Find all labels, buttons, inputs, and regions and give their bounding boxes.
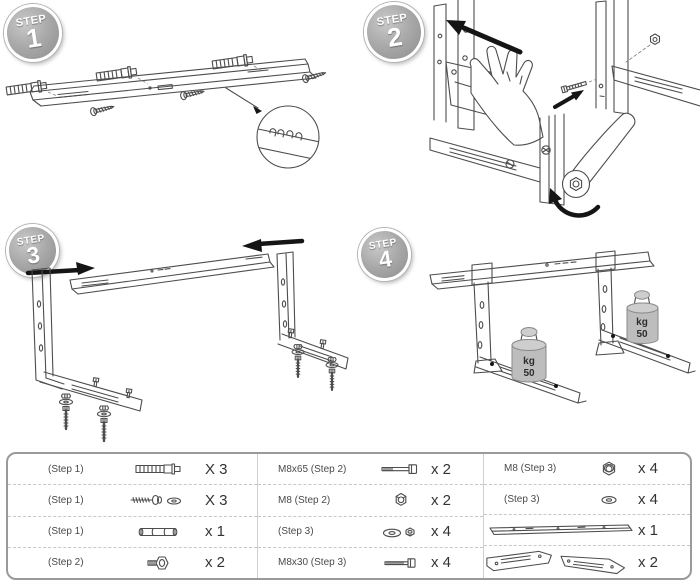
insert-arrows: [25, 238, 305, 276]
detail-circle: [256, 105, 320, 169]
part-quantity: X 3: [205, 460, 228, 478]
part-row: M8x65 (Step 2) x 2: [258, 454, 483, 484]
slide-direction-arrow: [446, 20, 523, 55]
part-step-label: M8x30 (Step 3): [278, 557, 347, 569]
part-quantity: x 4: [431, 554, 452, 572]
part-row: (Step 3) x 4: [258, 515, 483, 547]
part-step-label: (Step 3): [278, 526, 314, 538]
part-row: M8x30 (Step 3) x 4: [258, 546, 483, 578]
hex-nut-top-icon: [602, 461, 616, 476]
part-step-label: (Step 3): [504, 494, 540, 505]
cross-rail: [69, 253, 275, 295]
step3-illustration: [25, 238, 349, 443]
part-step-label: M8 (Step 3): [504, 463, 557, 475]
tighten-corner: [429, 113, 565, 206]
nut-floating: [625, 33, 661, 63]
part-quantity: x 2: [431, 460, 452, 478]
part-row: x 1: [484, 514, 690, 545]
parts-column-1: (Step 1) X 3 (Step 1) X 3 (Step 1): [8, 454, 257, 578]
parts-column-3: M8 (Step 3) x 4 (Step 3) x 4 x 1: [483, 454, 690, 578]
hex-nut-icon: [395, 493, 406, 507]
part-quantity: x 4: [431, 523, 452, 541]
rotate-arrow: [549, 188, 601, 218]
assembled-right-bracket: [595, 250, 696, 374]
part-step-label: M8 (Step 2): [278, 494, 331, 506]
washer-and-nut-icon: [382, 527, 415, 537]
detail-leader-arrow: [225, 87, 262, 114]
bracket-arms-icon: [486, 550, 626, 575]
part-row: (Step 1) x 1: [8, 515, 257, 547]
weight-unit-label: kg: [636, 317, 648, 328]
spacer-sleeve-icon: [138, 527, 177, 536]
part-row: x 2: [484, 545, 690, 578]
part-step-label: (Step 1): [48, 526, 84, 538]
step4-illustration: kg 50 kg 50: [429, 250, 696, 404]
step2-illustration: [429, 0, 700, 218]
step1-illustration: [5, 53, 328, 169]
weight-right: kg 50: [626, 290, 659, 344]
part-step-label: M8x65 (Step 2): [278, 463, 347, 475]
parts-table: (Step 1) X 3 (Step 1) X 3 (Step 1): [6, 452, 692, 580]
hand: [469, 45, 544, 146]
left-bracket-fasteners: [58, 392, 112, 443]
part-quantity: x 2: [431, 491, 452, 509]
hex-bolt-long-icon: [380, 464, 417, 475]
washer-icon: [601, 495, 617, 504]
wrench: [561, 112, 636, 199]
wall-anchor-icon: [134, 463, 181, 475]
part-quantity: x 4: [638, 491, 659, 508]
part-step-label: (Step 1): [48, 463, 84, 475]
weight-value-label: 50: [636, 329, 648, 340]
part-quantity: x 2: [205, 554, 226, 572]
part-quantity: x 4: [638, 460, 659, 478]
part-step-label: (Step 1): [48, 494, 84, 506]
short-hex-bolt-icon: [146, 556, 169, 570]
left-bracket: [31, 267, 143, 412]
assembled-rail: [429, 251, 655, 290]
part-quantity: x 2: [638, 553, 659, 571]
right-bracket: [276, 251, 349, 370]
screw-with-washer-icon: [129, 495, 181, 506]
vertical-rail-right: [595, 0, 700, 115]
part-quantity: x 1: [638, 521, 659, 539]
weight-unit-label: kg: [523, 356, 535, 367]
part-row: (Step 2) x 2: [8, 546, 257, 578]
part-quantity: X 3: [205, 491, 228, 509]
part-step-label: (Step 2): [48, 557, 84, 569]
part-row: (Step 1) X 3: [8, 454, 257, 484]
weight-left: kg 50: [511, 327, 547, 383]
wall-anchor-plugs: [5, 53, 263, 98]
weight-value-label: 50: [523, 368, 535, 379]
part-quantity: x 1: [205, 523, 226, 541]
part-row: (Step 1) X 3: [8, 484, 257, 515]
bolt-insert: [553, 78, 598, 109]
parts-column-2: M8x65 (Step 2) x 2 M8 (Step 2) x 2 (Step…: [257, 454, 483, 578]
part-row: (Step 3) x 4: [484, 483, 690, 515]
cross-rail-icon: [489, 524, 633, 536]
wall-rail: [29, 58, 317, 107]
hex-bolt-medium-icon: [383, 558, 416, 568]
part-row: M8 (Step 3) x 4: [484, 454, 690, 484]
part-row: M8 (Step 2) x 2: [258, 484, 483, 515]
